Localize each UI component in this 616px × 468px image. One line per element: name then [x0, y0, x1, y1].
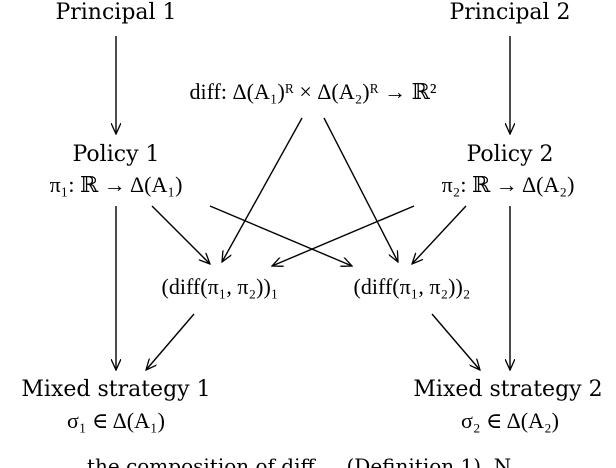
node-diff-output-2: (diff(π₁, π₂))₂ — [353, 274, 471, 299]
arrow-diff-to-out2 — [323, 117, 398, 262]
node-policy-1-map: π₁: ℝ → Δ(A₁) — [49, 172, 183, 197]
node-mixed-strategy-1-title: Mixed strategy 1 — [21, 377, 211, 402]
arrow-policy2-to-out1 — [272, 205, 415, 266]
arrow-out1-to-mixed1 — [146, 313, 195, 370]
figure-caption-fragment: the composition of diff ... (Definition … — [86, 454, 530, 468]
arrow-out2-to-mixed2 — [431, 313, 480, 370]
node-principal-2: Principal 2 — [449, 0, 571, 25]
arrow-policy1-to-out2 — [209, 205, 352, 266]
node-policy-1-title: Policy 1 — [72, 142, 160, 167]
arrow-policy2-to-out2 — [412, 205, 467, 264]
node-mixed-strategy-2-title: Mixed strategy 2 — [413, 377, 603, 402]
node-mixed-strategy-1-set: σ₁ ∈ Δ(A₁) — [67, 408, 165, 433]
node-policy-2-title: Policy 2 — [466, 142, 554, 167]
node-policy-2-map: π₂: ℝ → Δ(A₂) — [441, 172, 575, 197]
node-principal-1: Principal 1 — [55, 0, 177, 25]
node-diff-output-1: (diff(π₁, π₂))₁ — [161, 274, 279, 299]
arrow-policy1-to-out1 — [151, 205, 210, 264]
node-diff-function: diff: Δ(A₁)ᴿ × Δ(A₂)ᴿ → ℝ² — [189, 79, 437, 104]
arrow-diff-to-out1 — [222, 117, 303, 262]
node-mixed-strategy-2-set: σ₂ ∈ Δ(A₂) — [461, 408, 559, 433]
